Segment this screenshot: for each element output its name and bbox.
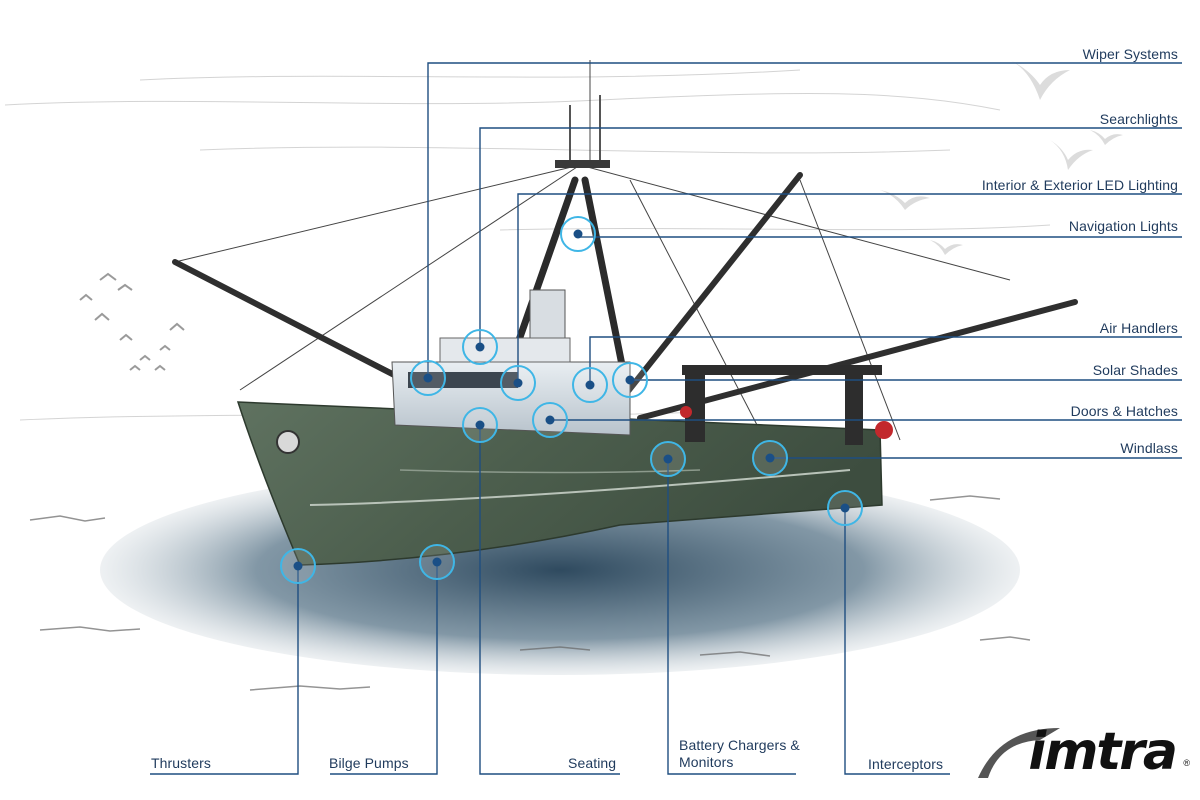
hotspots xyxy=(280,216,863,584)
label-solar-shades: Solar Shades xyxy=(1092,362,1178,378)
hotspot-interceptors xyxy=(827,490,863,526)
hotspot-wiper-systems xyxy=(410,360,446,396)
imtra-logo: imtra ® xyxy=(960,722,1190,782)
label-navigation-lights: Navigation Lights xyxy=(1068,218,1178,234)
hotspot-navigation-lights xyxy=(560,216,596,252)
hotspot-searchlights xyxy=(462,329,498,365)
hull xyxy=(236,401,883,566)
label-searchlights: Searchlights xyxy=(1099,111,1178,127)
mast-crossbar xyxy=(555,160,610,168)
hotspot-air-handlers xyxy=(572,367,608,403)
label-seating: Seating xyxy=(568,755,617,771)
bird-flock-left xyxy=(79,272,185,371)
hotspot-windlass xyxy=(752,440,788,476)
hotspot-bilge-pumps xyxy=(419,544,455,580)
hawse-pipe xyxy=(276,430,300,454)
booms xyxy=(172,172,1078,421)
label-battery-chargers: Battery Chargers & Monitors xyxy=(679,737,800,770)
hotspot-seating xyxy=(462,407,498,443)
aft-shelter xyxy=(680,365,893,445)
imtra-wordmark: imtra xyxy=(1028,722,1178,782)
label-air-handlers: Air Handlers xyxy=(1099,320,1178,336)
label-wiper-systems: Wiper Systems xyxy=(1082,46,1178,62)
hotspot-battery-chargers xyxy=(650,441,686,477)
label-doors-hatches: Doors & Hatches xyxy=(1070,403,1178,419)
hotspot-thrusters xyxy=(280,548,316,584)
wheelhouse-windows xyxy=(408,372,518,388)
bird-flock-right xyxy=(880,60,1123,255)
sea-sketch xyxy=(29,495,1031,691)
leader-lines xyxy=(150,62,1182,775)
hotspot-solar-shades xyxy=(612,362,648,398)
label-thrusters: Thrusters xyxy=(151,755,212,771)
label-interceptors: Interceptors xyxy=(868,756,944,772)
registered-mark: ® xyxy=(1183,758,1190,768)
imtra-logo-mark xyxy=(978,728,1060,778)
label-windlass: Windlass xyxy=(1120,440,1178,456)
label-bilge-pumps: Bilge Pumps xyxy=(329,755,409,771)
hotspot-doors-hatches xyxy=(532,402,568,438)
label-led-lighting: Interior & Exterior LED Lighting xyxy=(981,177,1178,193)
hotspot-led-lighting xyxy=(500,365,536,401)
